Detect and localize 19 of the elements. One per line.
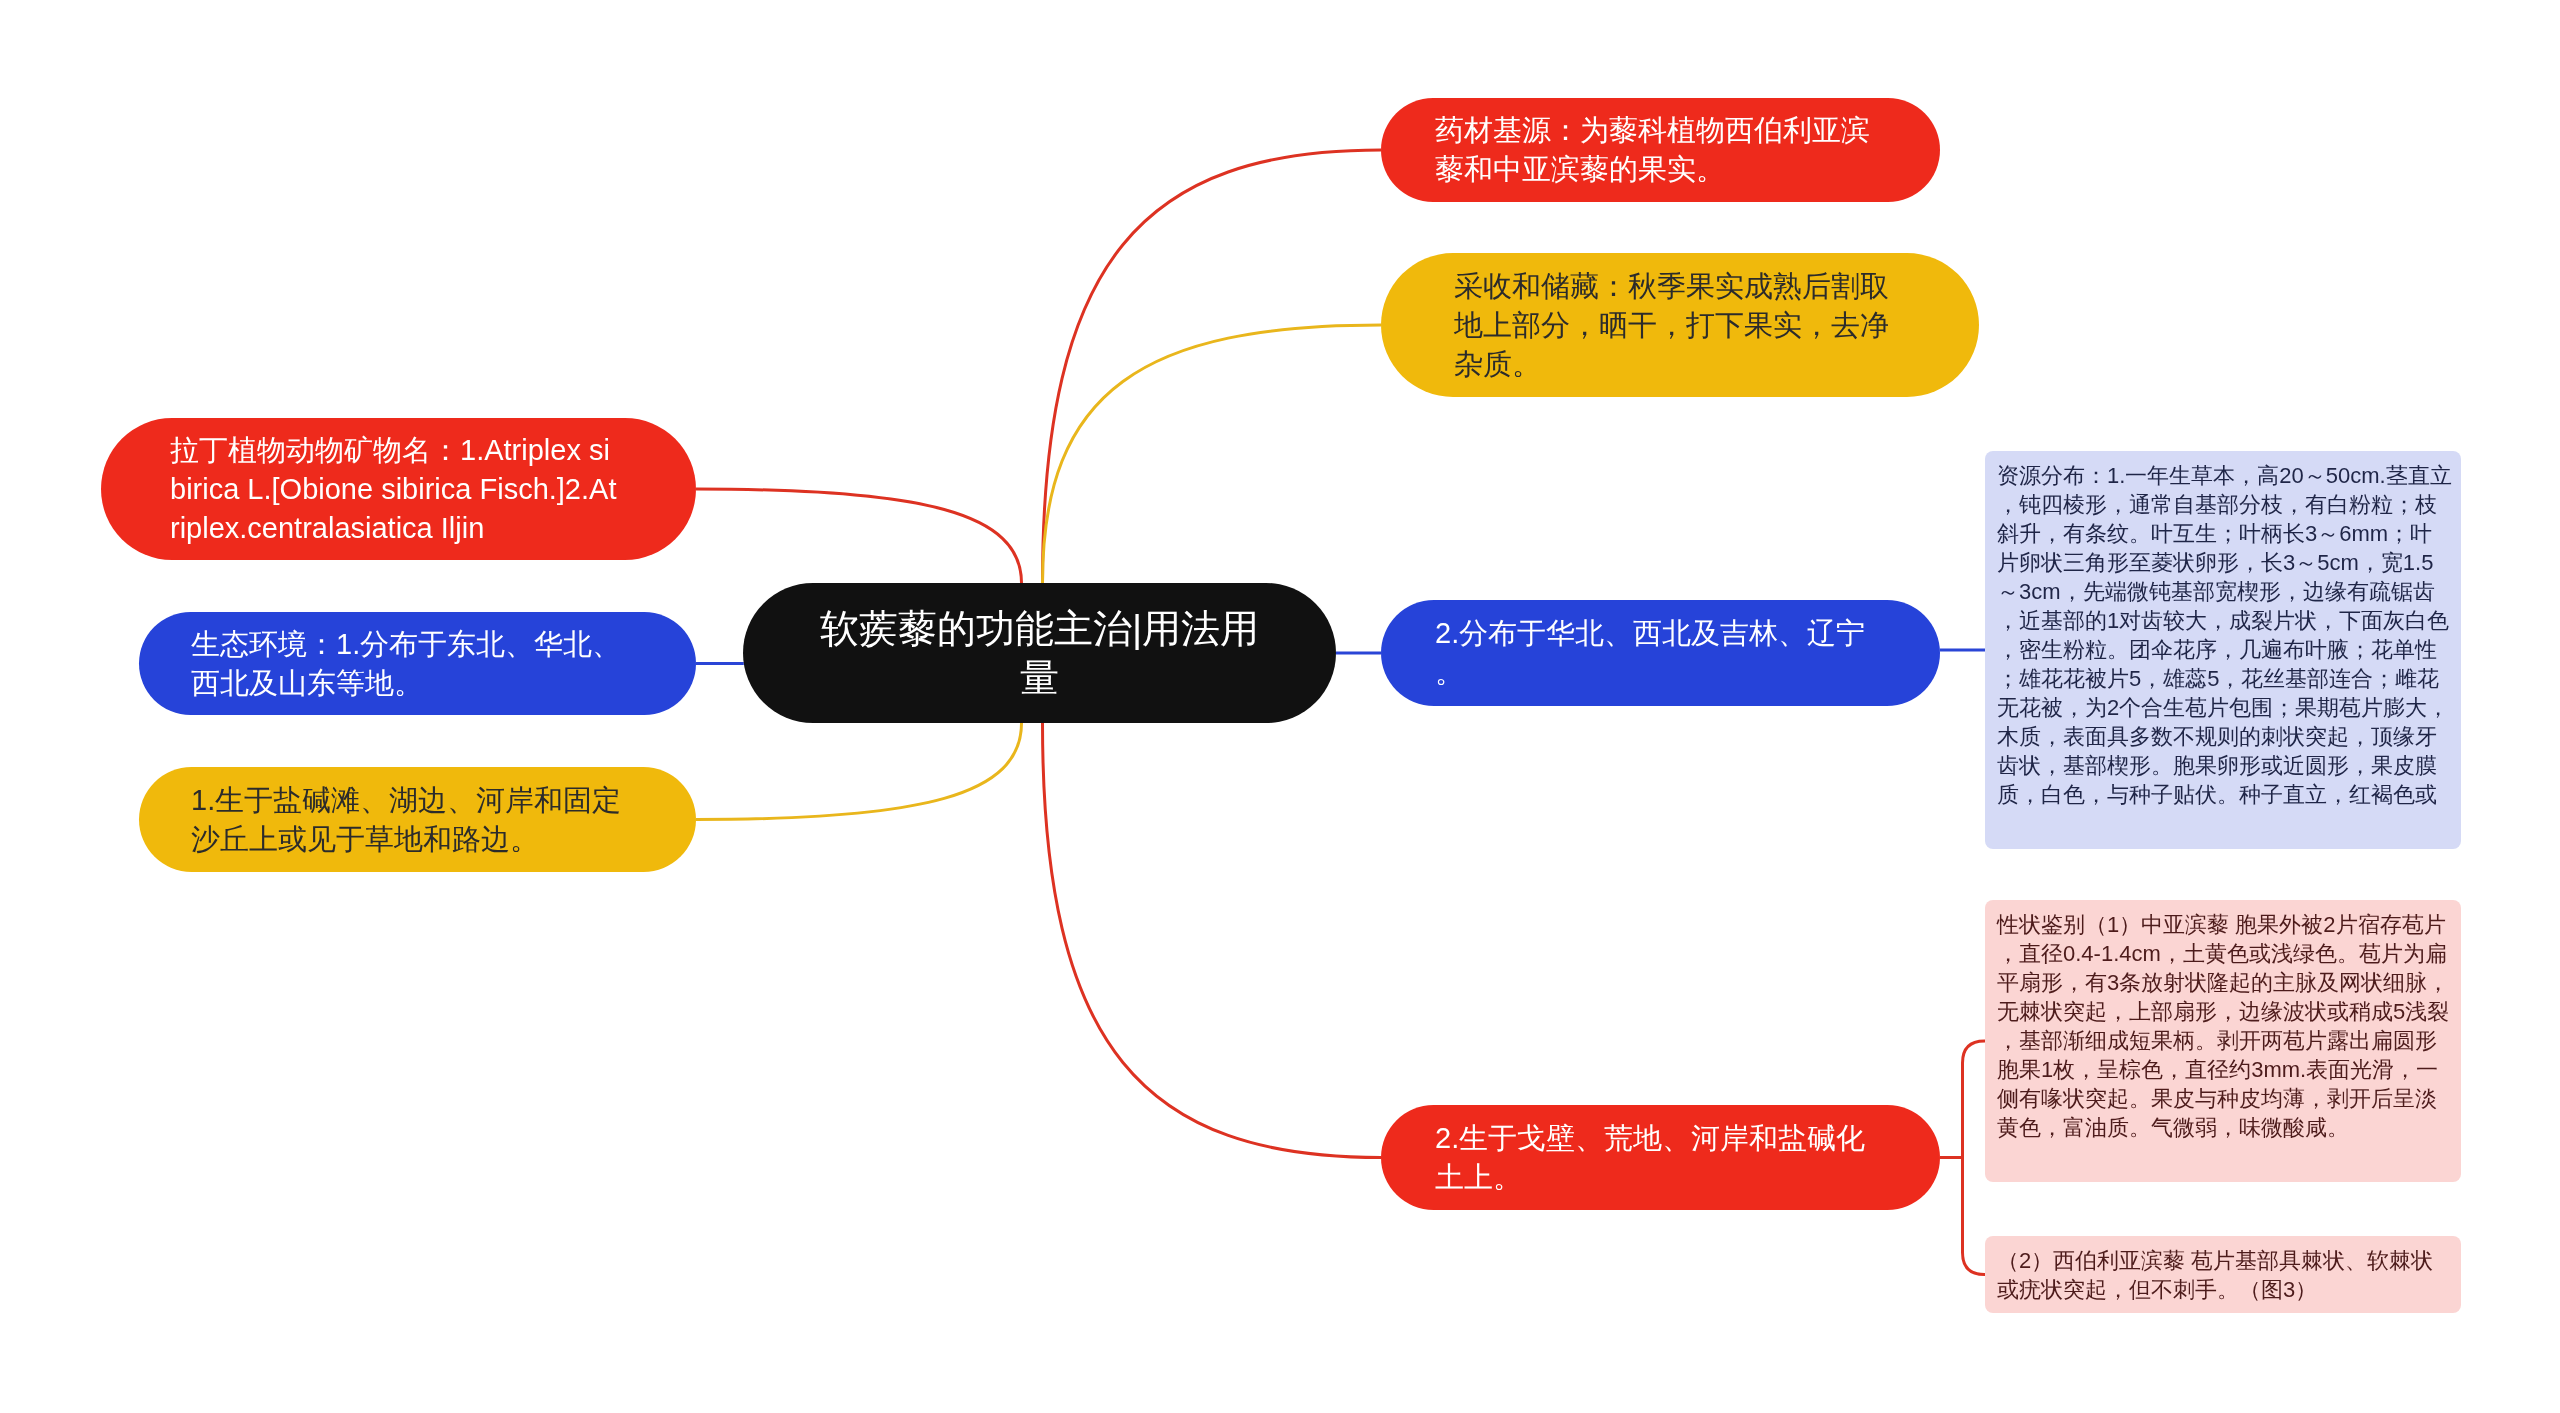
note-box: （2）西伯利亚滨藜 苞片基部具棘状、软棘状或疣状突起，但不刺手。（图3） bbox=[1985, 1236, 2461, 1313]
branch-line bbox=[696, 487, 1023, 584]
central-topic-pill: 软蒺藜的功能主治|用法用量 bbox=[743, 583, 1336, 723]
topic-pill: 采收和储藏：秋季果实成熟后割取地上部分，晒干，打下果实，去净杂质。 bbox=[1381, 253, 1979, 397]
branch-line bbox=[696, 662, 744, 665]
branch-line bbox=[1939, 648, 1985, 652]
branch-line bbox=[1041, 323, 1382, 584]
topic-pill: 拉丁植物动物矿物名：1.Atriplex sibirica L.[Obione sibirica Fisch.]2.Atriplex.centralasiatica Iljin bbox=[101, 418, 696, 560]
topic-pill: 2.生于戈壁、荒地、河岸和盐碱化土上。 bbox=[1381, 1105, 1940, 1210]
branch-line bbox=[696, 722, 1023, 821]
topic-pill: 2.分布于华北、西北及吉林、辽宁。 bbox=[1381, 600, 1940, 706]
note-box: 资源分布：1.一年生草本，高20～50cm.茎直立，钝四棱形，通常自基部分枝，有白粉粒；枝斜升，有条纹。叶互生；叶柄长3～6mm；叶片卵状三角形至菱状卵形，长3～5cm，宽1.5～3cm，先端微钝基部宽楔形，边缘有疏锯齿，近基部的1对齿较大，成裂片状，下面灰白色，密生粉粒。团伞花序，几遍布叶腋；花单性；雄花花被片5，雄蕊5，花丝基部连合；雌花无花被，为2个合生苞片包围；果期苞片膨大，木质，表面具多数不规则的刺状突起，顶缘牙齿状，基部楔形。胞果卵形或近圆形，果皮膜质，白色，与种子贴伏。种子直立，红褐色或 bbox=[1985, 451, 2461, 849]
topic-pill: 生态环境：1.分布于东北、华北、西北及山东等地。 bbox=[139, 612, 696, 715]
note-box: 性状鉴别（1）中亚滨藜 胞果外被2片宿存苞片，直径0.4-1.4cm，土黄色或浅绿色。苞片为扁平扇形，有3条放射状隆起的主脉及网状细脉，无棘状突起，上部扇形，边缘波状或稍成5浅裂，基部渐细成短果柄。剥开两苞片露出扁圆形胞果1枚，呈棕色，直径约3mm.表面光滑，一侧有喙状突起。果皮与种皮均薄，剥开后呈淡黄色，富油质。气微弱，味微酸咸。 bbox=[1985, 900, 2461, 1182]
topic-pill: 1.生于盐碱滩、湖边、河岸和固定沙丘上或见于草地和路边。 bbox=[139, 767, 696, 872]
branch-line bbox=[1938, 1039, 1987, 1276]
branch-line bbox=[1041, 722, 1382, 1159]
topic-pill: 药材基源：为藜科植物西伯利亚滨藜和中亚滨藜的果实。 bbox=[1381, 98, 1940, 202]
branch-line bbox=[1336, 651, 1381, 655]
